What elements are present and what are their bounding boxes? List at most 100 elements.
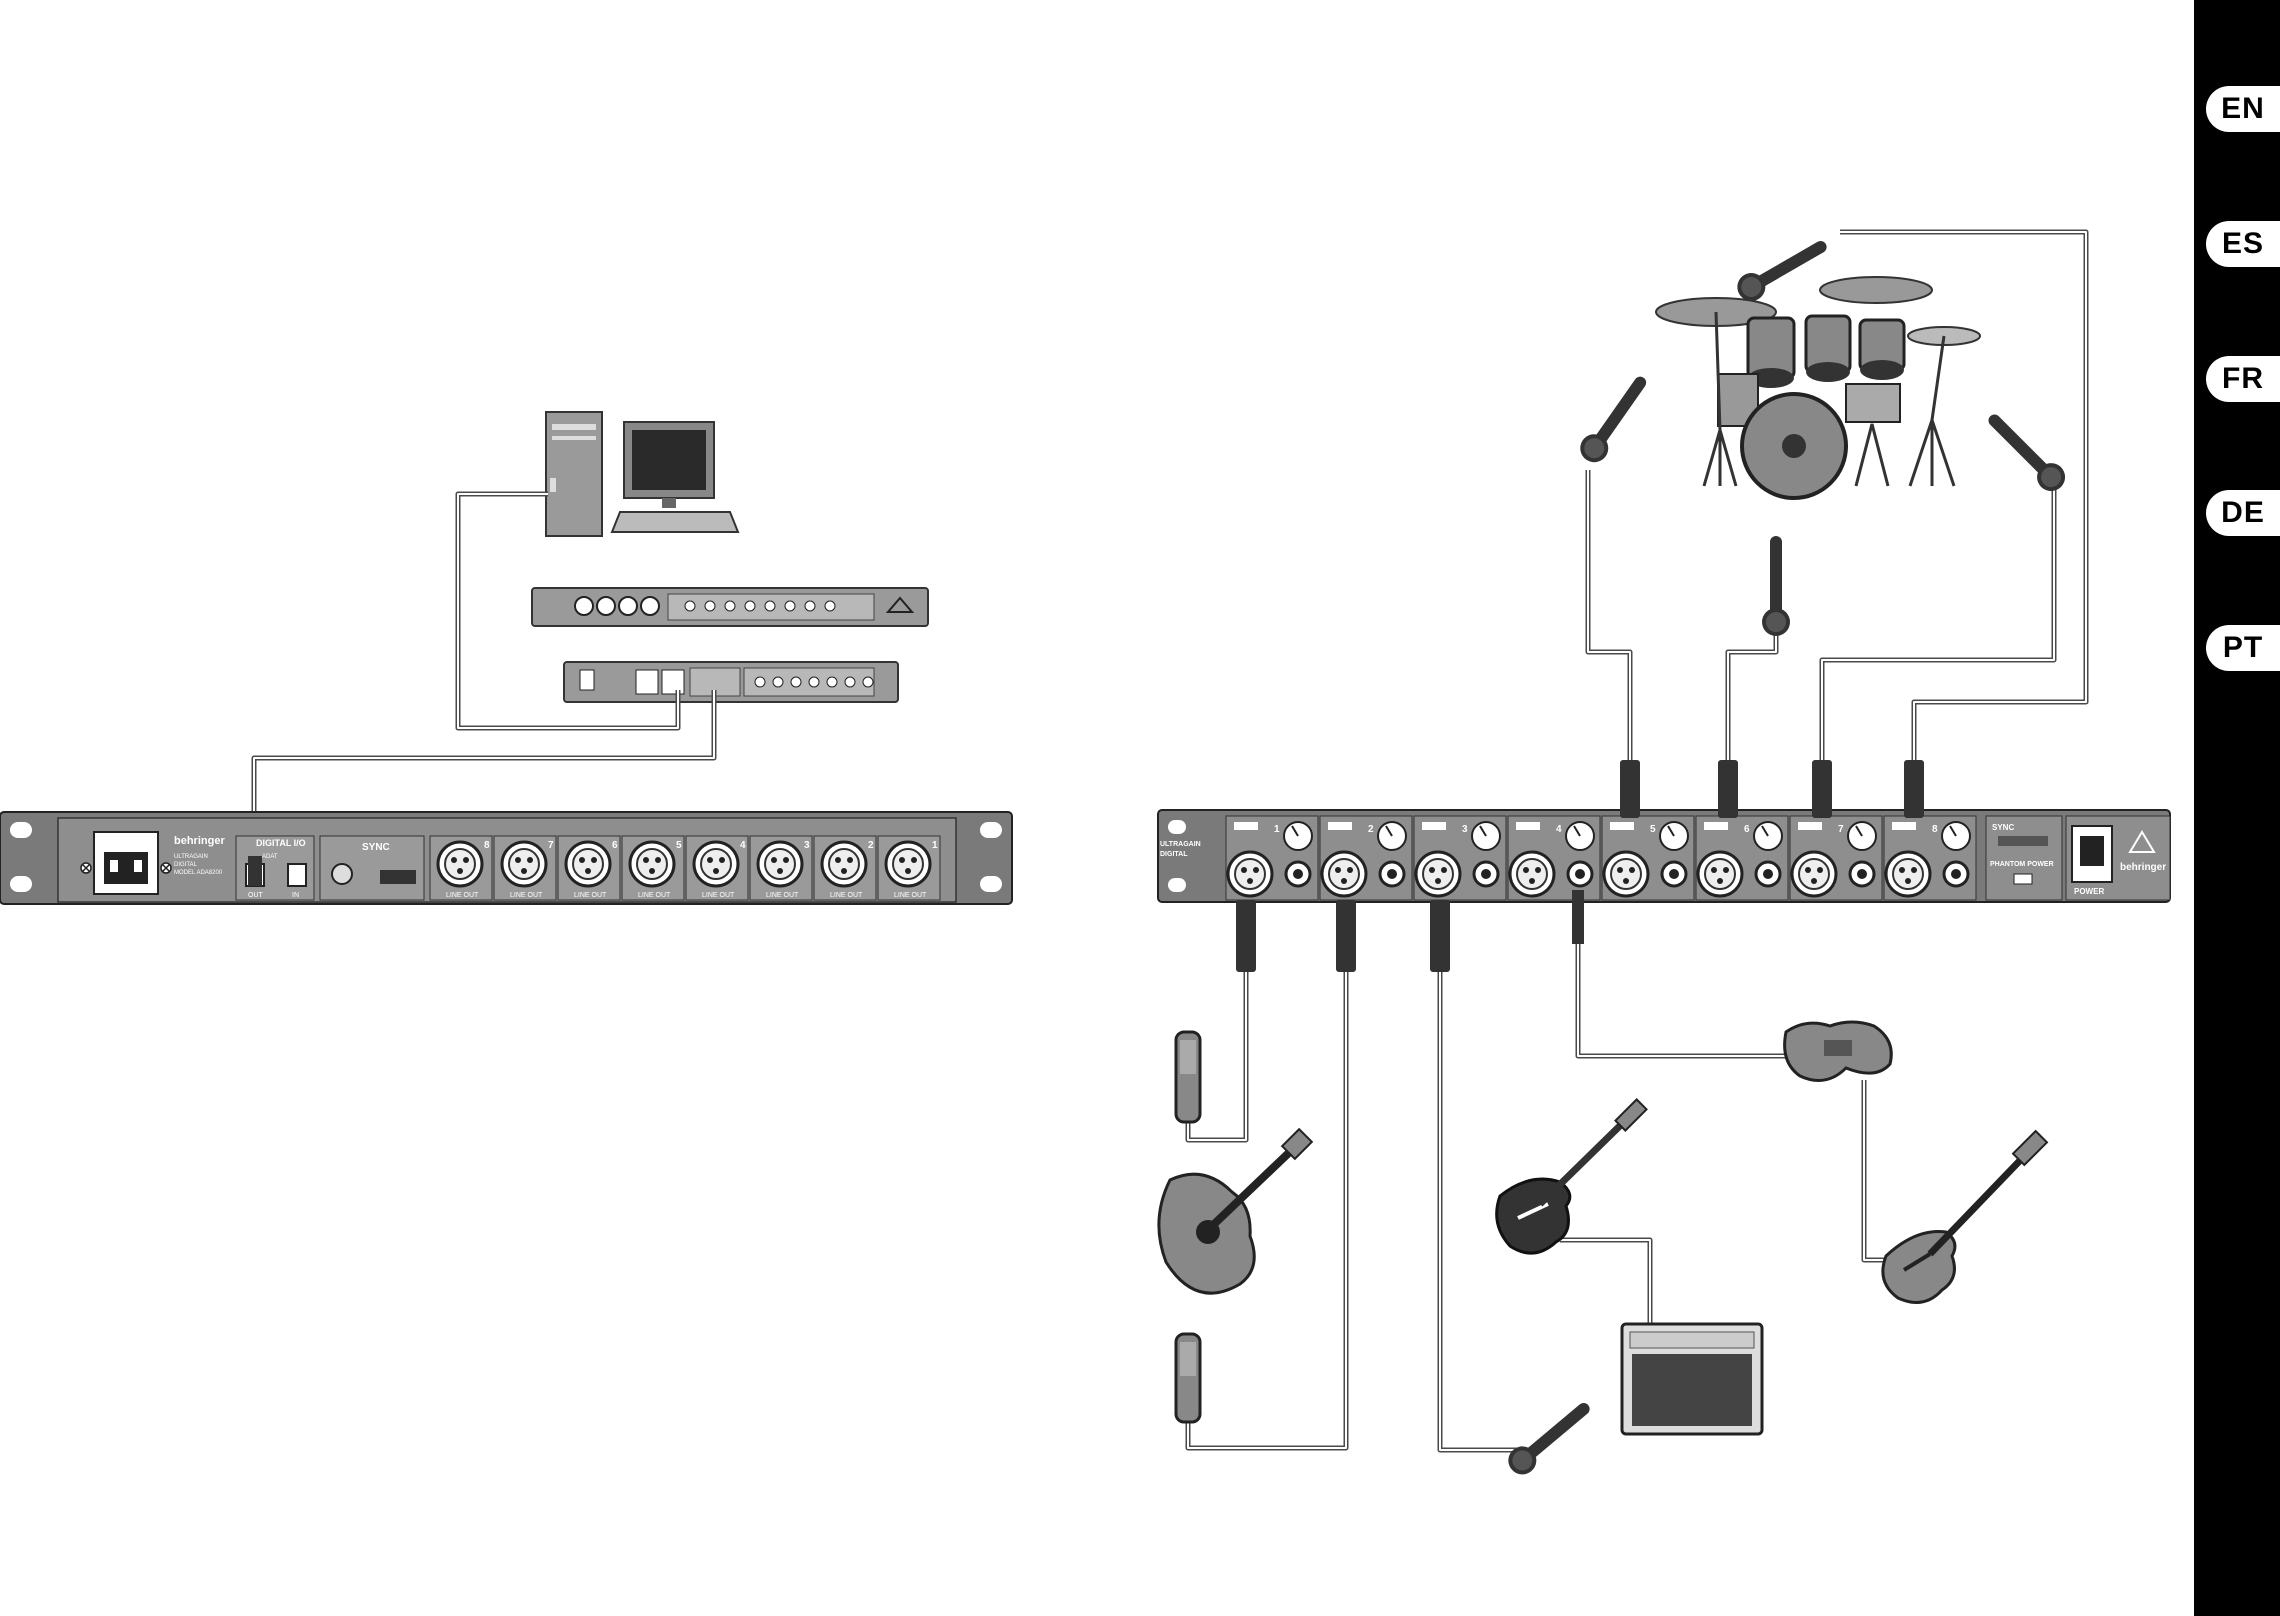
svg-text:1: 1 bbox=[1274, 824, 1280, 835]
rear-model-line-3: MODEL ADA8200 bbox=[174, 870, 223, 876]
front-sync-label: SYNC bbox=[1992, 823, 2014, 832]
svg-text:LINE OUT: LINE OUT bbox=[446, 892, 479, 899]
connection-diagram: behringer ULTRAGAIN DIGITAL MODEL ADA820… bbox=[0, 0, 2171, 1616]
lang-tab-fr[interactable]: FR bbox=[2206, 356, 2280, 402]
svg-text:7: 7 bbox=[1838, 824, 1844, 835]
language-strip: EN ES FR DE PT bbox=[2194, 0, 2280, 1616]
rear-setup: behringer ULTRAGAIN DIGITAL MODEL ADA820… bbox=[0, 411, 1013, 905]
lang-tab-pt[interactable]: PT bbox=[2206, 625, 2280, 671]
svg-text:LINE OUT: LINE OUT bbox=[702, 892, 735, 899]
svg-text:8: 8 bbox=[1932, 824, 1938, 835]
sync-title: SYNC bbox=[362, 842, 390, 853]
sync-section: SYNC bbox=[319, 835, 425, 901]
rear-brand: behringer bbox=[174, 835, 225, 847]
line-in-2[interactable] bbox=[1378, 860, 1406, 888]
front-model-line-1: ULTRAGAIN bbox=[1160, 841, 1201, 848]
svg-text:2: 2 bbox=[868, 840, 874, 851]
mic-in-3[interactable] bbox=[1414, 850, 1462, 898]
svg-text:LINE OUT: LINE OUT bbox=[510, 892, 543, 899]
svg-text:LINE OUT: LINE OUT bbox=[830, 892, 863, 899]
adat-label: ADAT bbox=[262, 854, 278, 860]
line-in-5[interactable] bbox=[1660, 860, 1688, 888]
line-in-4[interactable] bbox=[1566, 860, 1594, 888]
lang-tab-es[interactable]: ES bbox=[2206, 221, 2280, 267]
acoustic-guitar-icon bbox=[1157, 1127, 1314, 1295]
line-in-3[interactable] bbox=[1472, 860, 1500, 888]
line-in-8[interactable] bbox=[1942, 860, 1970, 888]
phantom-label: PHANTOM POWER bbox=[1990, 861, 2054, 868]
behringer-logo-icon bbox=[2128, 830, 2156, 853]
sync-switch[interactable] bbox=[380, 870, 416, 884]
guitar-amp-icon bbox=[1620, 1322, 1764, 1436]
svg-text:5: 5 bbox=[1650, 824, 1656, 835]
word-clock-port[interactable] bbox=[331, 863, 353, 885]
front-channel-5: 5 bbox=[1601, 815, 1695, 901]
vocal-mic-icon bbox=[1503, 1398, 1593, 1480]
di-box-2 bbox=[1174, 1332, 1202, 1424]
phantom-switch[interactable] bbox=[2013, 873, 2033, 885]
lang-tab-de[interactable]: DE bbox=[2206, 490, 2280, 536]
adat-out-label: OUT bbox=[248, 892, 264, 899]
front-model-line-2: DIGITAL bbox=[1160, 851, 1188, 858]
svg-text:6: 6 bbox=[1744, 824, 1750, 835]
mic-in-7[interactable] bbox=[1790, 850, 1838, 898]
front-channel-2: 2 bbox=[1319, 815, 1413, 901]
power-section: POWER behringer bbox=[2065, 815, 2171, 901]
drum-mic-right bbox=[1985, 411, 2071, 497]
drum-mic-left bbox=[1575, 375, 1652, 468]
svg-text:4: 4 bbox=[740, 840, 746, 851]
front-channel-7: 7 bbox=[1789, 815, 1883, 901]
di-box-1 bbox=[1174, 1030, 1202, 1124]
front-channel-4: 4 bbox=[1507, 815, 1601, 901]
drum-kit-icon bbox=[1655, 276, 1981, 500]
svg-text:7: 7 bbox=[548, 840, 554, 851]
bass-guitar-icon bbox=[1881, 1129, 2049, 1304]
monitor-icon bbox=[610, 421, 740, 533]
svg-text:2: 2 bbox=[1368, 824, 1374, 835]
line-in-1[interactable] bbox=[1284, 860, 1312, 888]
drum-mic-top bbox=[1732, 235, 1827, 306]
audio-interface-2 bbox=[563, 661, 899, 703]
svg-text:LINE OUT: LINE OUT bbox=[574, 892, 607, 899]
mic-in-5[interactable] bbox=[1602, 850, 1650, 898]
mic-in-8[interactable] bbox=[1884, 850, 1932, 898]
electric-guitar-icon bbox=[1495, 1098, 1648, 1255]
adat-in-port[interactable] bbox=[287, 863, 307, 887]
mic-in-6[interactable] bbox=[1696, 850, 1744, 898]
rear-model-line-1: ULTRAGAIN bbox=[174, 854, 208, 860]
digital-io-section: DIGITAL I/O ADAT OUT IN bbox=[235, 835, 315, 901]
mic-in-1[interactable] bbox=[1226, 850, 1274, 898]
lang-tab-en[interactable]: EN bbox=[2206, 86, 2280, 132]
line-in-7[interactable] bbox=[1848, 860, 1876, 888]
svg-text:3: 3 bbox=[804, 840, 810, 851]
audio-interface-1 bbox=[531, 587, 929, 627]
rear-panel: behringer ULTRAGAIN DIGITAL MODEL ADA820… bbox=[0, 811, 1013, 905]
front-setup: ULTRAGAIN DIGITAL 1 2 3 4 5 6 7 8 SYNC P… bbox=[1157, 232, 2171, 1480]
line-in-6[interactable] bbox=[1754, 860, 1782, 888]
mic-in-4[interactable] bbox=[1508, 850, 1556, 898]
sync-phantom-section: SYNC PHANTOM POWER bbox=[1985, 815, 2063, 901]
svg-text:4: 4 bbox=[1556, 824, 1562, 835]
guitar-body-icon bbox=[1783, 1020, 1893, 1082]
svg-text:3: 3 bbox=[1462, 824, 1468, 835]
digital-io-title: DIGITAL I/O bbox=[256, 838, 306, 848]
svg-text:5: 5 bbox=[676, 840, 682, 851]
svg-text:LINE OUT: LINE OUT bbox=[894, 892, 927, 899]
front-brand: behringer bbox=[2120, 862, 2166, 873]
computer-tower-icon bbox=[545, 411, 603, 537]
mic-in-2[interactable] bbox=[1320, 850, 1368, 898]
rear-model-line-2: DIGITAL bbox=[174, 862, 198, 868]
front-channel-1: 1 bbox=[1225, 815, 1319, 901]
svg-text:LINE OUT: LINE OUT bbox=[766, 892, 799, 899]
drum-mic-center bbox=[1762, 542, 1790, 636]
front-channel-6: 6 bbox=[1695, 815, 1789, 901]
